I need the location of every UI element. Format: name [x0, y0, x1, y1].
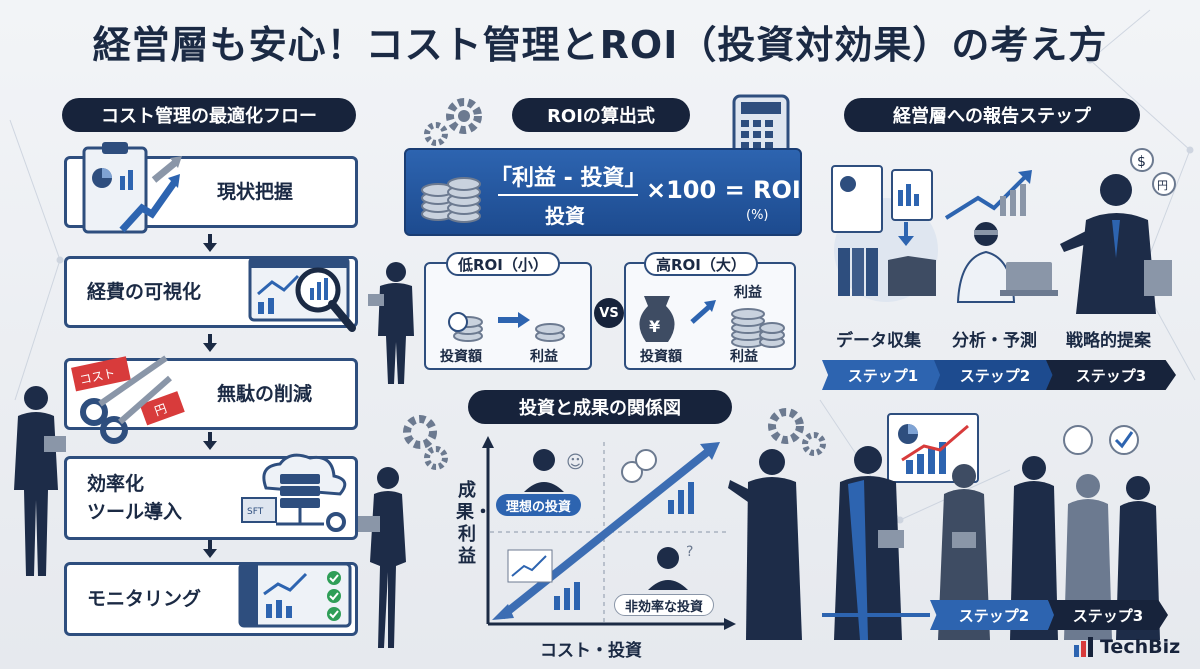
businesswoman-silhouette — [358, 467, 406, 648]
analysis-icon — [944, 170, 1058, 303]
brand-mark-icon — [1074, 637, 1093, 657]
growth-chart-board-icon — [887, 413, 979, 483]
stage-proposal: 戦略的提案 — [1066, 331, 1151, 351]
flow-step-label: 現状把握 — [217, 181, 294, 203]
gear-icon — [424, 98, 482, 146]
flow-arrow — [203, 334, 217, 352]
brand-logo: TechBiz — [1074, 636, 1180, 658]
formula-result: ×100 = ROI — [646, 176, 801, 204]
formula-denominator: 投資 — [545, 204, 585, 228]
fraction-line — [498, 194, 638, 196]
formula-unit: (%) — [746, 208, 769, 223]
dashboard-icon — [238, 562, 352, 628]
formula-numerator: 「利益 - 投資」 — [490, 166, 647, 191]
roi-formula: 「利益 - 投資」 投資 ×100 = ROI (%) — [404, 148, 802, 236]
brand-name: TechBiz — [1100, 636, 1181, 658]
calculator-icon — [732, 94, 790, 160]
flow-arrow — [203, 540, 217, 558]
bottom-step-2-tab: ステップ2 — [930, 600, 1058, 630]
step-2-tab: ステップ2 — [934, 360, 1056, 390]
y-axis-label: 成果・利益 — [456, 480, 492, 567]
businessman-silhouette — [368, 262, 414, 384]
svg-text:☺: ☺ — [566, 452, 585, 473]
data-collection-icon — [831, 165, 938, 302]
clipboard-chart-icon — [82, 142, 182, 234]
low-profit-label: 利益 — [530, 349, 558, 365]
stage-data-collection: データ収集 — [836, 331, 921, 351]
high-profit-top-label: 利益 — [734, 285, 762, 301]
low-roi-label: 低ROI（小） — [446, 252, 560, 276]
x-axis-label: コスト・投資 — [540, 641, 642, 661]
vs-badge: VS — [594, 298, 624, 328]
step-3-tab: ステップ3 — [1046, 360, 1176, 390]
flow-step-label: 経費の可視化 — [87, 281, 202, 303]
low-invest-label: 投資額 — [440, 349, 482, 365]
cloud-server-icon: SFT — [241, 453, 347, 532]
coin-yen-text: 円 — [153, 401, 169, 418]
page-title: 経営層も安心！コスト管理とROI（投資対効果）の考え方 — [92, 23, 1108, 67]
high-roi-label: 高ROI（大） — [644, 252, 758, 276]
roi-heading: ROIの算出式 — [512, 98, 690, 132]
inefficient-investment-label: 非効率な投資 — [614, 594, 715, 616]
flow-arrow — [203, 234, 217, 252]
bottom-step-3-tab: ステップ3 — [1048, 600, 1168, 630]
flow-step-label: 無駄の削減 — [217, 383, 313, 405]
relation-chart: ☺ ? — [482, 436, 736, 630]
flow-heading: コスト管理の最適化フロー — [62, 98, 356, 132]
yen-coin-text: 円 — [1157, 179, 1168, 192]
ideal-investment-label: 理想の投資 — [496, 494, 582, 516]
flow-step-label: 効率化 ツール導入 — [87, 473, 183, 523]
step-1-tab: ステップ1 — [822, 360, 944, 390]
dollar-symbol: $ — [1137, 154, 1146, 170]
coin-stack-icon — [421, 177, 481, 223]
flow-step-label: モニタリング — [87, 588, 202, 610]
sft-label: SFT — [247, 507, 264, 517]
small-chart-icon — [507, 549, 580, 610]
high-invest-label: 投資額 — [640, 349, 682, 365]
gear-icon — [403, 415, 448, 470]
bottom-step-track — [822, 613, 930, 617]
chat-check-icons — [1063, 425, 1139, 455]
low-roi-coins-icon — [448, 312, 565, 342]
businessman-silhouette — [14, 386, 66, 576]
yen-symbol: ¥ — [649, 317, 660, 336]
ideal-investor-icon: ☺ — [524, 449, 585, 492]
money-bag-coins-icon: ¥ — [639, 296, 785, 348]
gear-icon — [768, 408, 826, 456]
inefficient-investor-icon: ? — [648, 544, 693, 590]
presenter-icon — [1060, 174, 1172, 314]
report-heading: 経営層への報告ステップ — [844, 98, 1140, 132]
flow-arrow — [203, 432, 217, 450]
svg-text:?: ? — [686, 544, 693, 560]
currency-coins-icon: $ 円 — [1130, 148, 1176, 196]
high-profit-label: 利益 — [730, 349, 758, 365]
coins-chart-icon — [621, 449, 694, 514]
scissors-coupon-icon: コスト 円 — [71, 355, 185, 444]
stage-analysis: 分析・予測 — [952, 331, 1037, 351]
relation-heading: 投資と成果の関係図 — [468, 390, 732, 424]
magnifier-chart-icon — [248, 256, 356, 332]
